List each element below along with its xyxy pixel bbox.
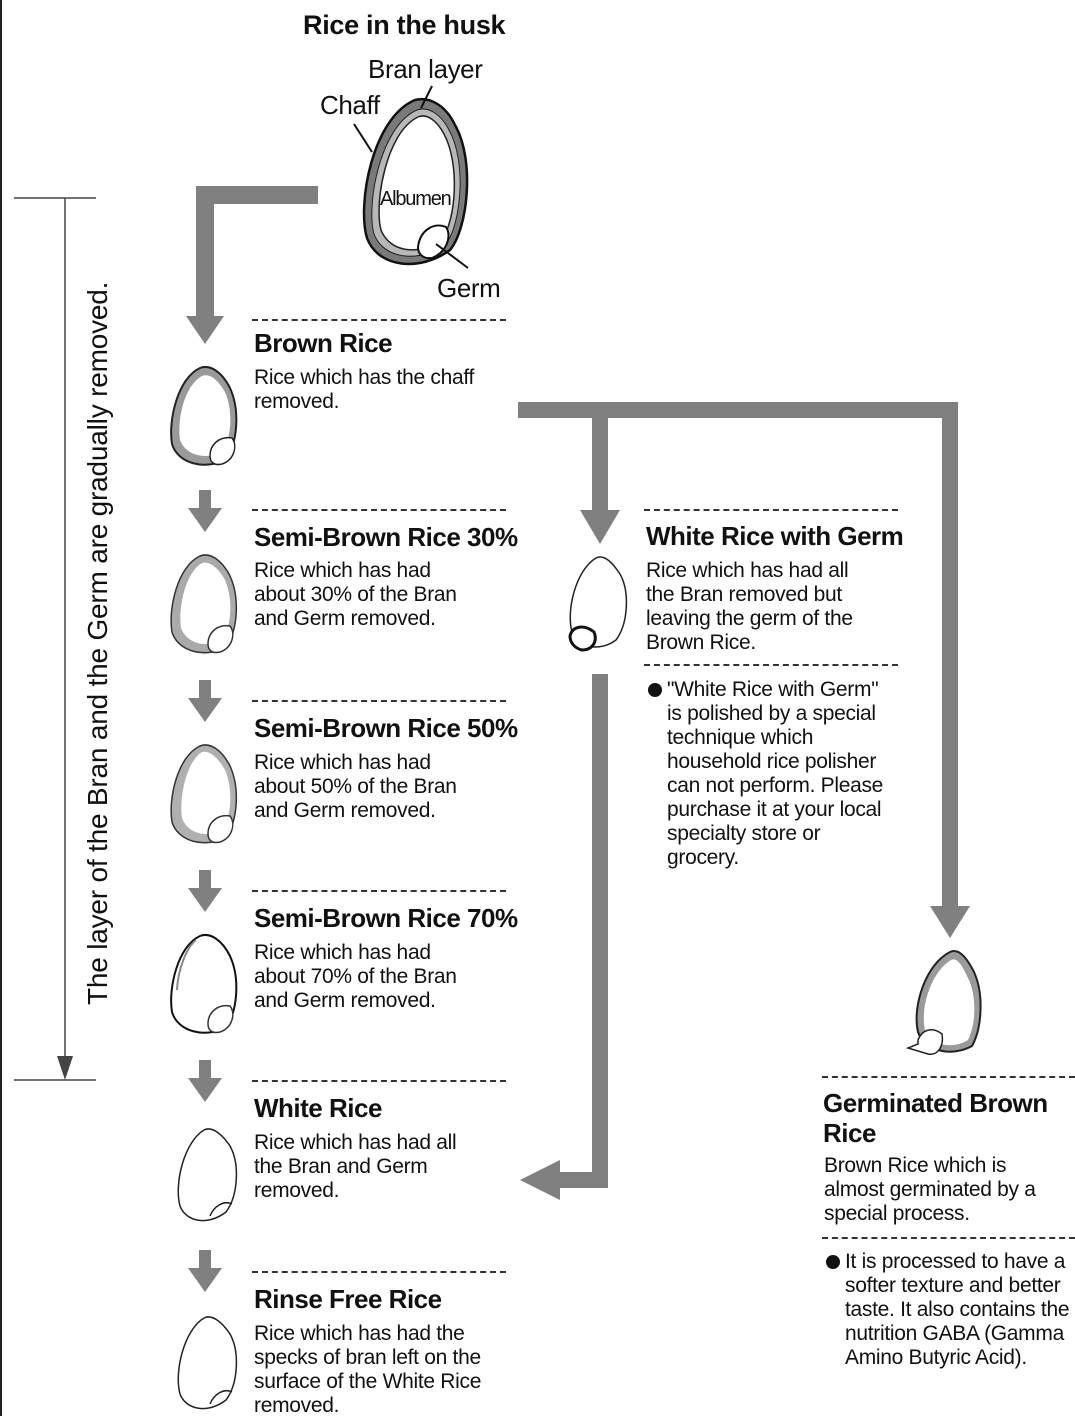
germinated-brown-rice-desc: Brown Rice which is almost germinated by… bbox=[824, 1154, 1036, 1225]
bullet-icon bbox=[648, 683, 662, 697]
semi-brown-50-desc: Rice which has had about 50% of the Bran… bbox=[254, 751, 457, 822]
rice-in-husk-grain bbox=[353, 85, 469, 269]
germinated-brown-rice-grain bbox=[905, 950, 982, 1055]
separator bbox=[644, 664, 898, 666]
removal-range-bracket bbox=[14, 197, 96, 1081]
rinse-free-rice-desc: Rice which has had the specks of bran le… bbox=[254, 1322, 482, 1417]
semi-brown-70-title: Semi-Brown Rice 70% bbox=[254, 903, 518, 933]
white-rice-with-germ-grain bbox=[568, 556, 628, 652]
white-rice-grain bbox=[177, 1128, 238, 1222]
semi-brown-50-title: Semi-Brown Rice 50% bbox=[254, 713, 518, 743]
separator bbox=[252, 319, 506, 321]
germ-label: Germ bbox=[437, 273, 501, 303]
brown-rice-desc: Rice which has the chaff removed. bbox=[254, 366, 475, 413]
bullet-icon bbox=[826, 1255, 840, 1269]
white-rice-with-germ-desc: Rice which has had all the Bran removed … bbox=[646, 559, 853, 654]
semi-brown-70-grain bbox=[170, 934, 238, 1034]
separator bbox=[822, 1076, 1075, 1078]
albumen-label: Albumen bbox=[380, 188, 452, 210]
semi-brown-30-desc: Rice which has had about 30% of the Bran… bbox=[254, 559, 457, 630]
flow-arrows bbox=[186, 186, 970, 1292]
white-rice-with-germ-note: "White Rice with Germ" is polished by a … bbox=[667, 678, 884, 869]
separator bbox=[252, 890, 506, 892]
white-rice-title: White Rice bbox=[254, 1093, 382, 1123]
brown-rice-title: Brown Rice bbox=[254, 328, 393, 358]
chaff-label: Chaff bbox=[320, 90, 380, 120]
separator bbox=[252, 700, 506, 702]
separator bbox=[252, 1271, 506, 1273]
white-rice-with-germ-title: White Rice with Germ bbox=[646, 521, 904, 551]
side-removal-label: The layer of the Bran and the Germ are g… bbox=[82, 281, 113, 1005]
husk-title: Rice in the husk bbox=[303, 10, 506, 40]
separator bbox=[252, 509, 506, 511]
semi-brown-70-desc: Rice which has had about 70% of the Bran… bbox=[254, 941, 457, 1012]
germinated-brown-rice-title: Germinated Brown Rice bbox=[823, 1088, 1048, 1148]
white-rice-desc: Rice which has had all the Bran and Germ… bbox=[254, 1131, 457, 1202]
semi-brown-50-grain bbox=[170, 744, 238, 844]
bran-layer-label: Bran layer bbox=[368, 54, 483, 84]
separator bbox=[252, 1080, 506, 1082]
semi-brown-30-title: Semi-Brown Rice 30% bbox=[254, 522, 518, 552]
separator bbox=[644, 509, 898, 511]
page-frame bbox=[0, 0, 2, 1416]
germinated-brown-rice-note: It is processed to have a softer texture… bbox=[845, 1250, 1070, 1369]
separator bbox=[822, 1237, 1075, 1239]
rinse-free-rice-title: Rinse Free Rice bbox=[254, 1284, 442, 1314]
semi-brown-30-grain bbox=[170, 554, 238, 654]
rinse-free-rice-grain bbox=[177, 1316, 238, 1410]
brown-rice-grain bbox=[170, 366, 238, 466]
